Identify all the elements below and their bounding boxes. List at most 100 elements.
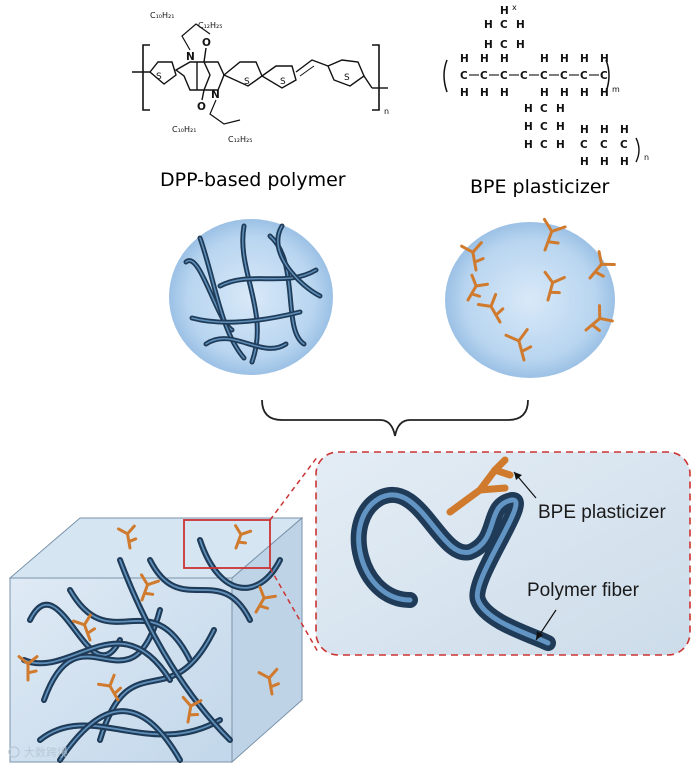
polymer-fiber-highlight (23, 642, 171, 681)
hydrogen-atom: H (480, 53, 489, 65)
polymer-fiber-highlight (69, 589, 191, 661)
plasticizer-stroke (542, 217, 567, 252)
polymer-fiber-highlight (199, 237, 245, 359)
hydrogen-atom: H (600, 156, 609, 168)
bracket-right (605, 59, 610, 93)
hydrogen-atom: H (580, 87, 589, 99)
bracket-left (443, 59, 448, 93)
hydrogen-atom: H (516, 39, 525, 51)
subscript-x: x (512, 3, 517, 12)
callout-fiber-label: Polymer fiber (527, 580, 640, 601)
hydrogen-atom: H (524, 121, 533, 133)
cube-plasticizer-molecules (17, 524, 280, 724)
polymer-fibers (183, 223, 323, 365)
carbon-atom: C (480, 70, 488, 82)
hydrogen-atom: H (460, 87, 469, 99)
plasticizer-stroke (181, 695, 203, 724)
hydrogen-atom: H (500, 5, 509, 17)
polymer-sphere (169, 219, 333, 375)
carbon-atom: C (540, 121, 548, 133)
plasticizer-stroke (254, 585, 277, 614)
subscript-n-right: n (644, 153, 649, 162)
plasticizer-stroke (460, 241, 485, 272)
polymer-fiber-highlight (219, 269, 317, 287)
carbon-atom: C (540, 103, 548, 115)
plasticizer-branch (257, 667, 280, 696)
plasticizer-sphere (445, 217, 616, 378)
plasticizer-branch (543, 270, 566, 302)
polymer-fiber-highlight (59, 710, 181, 761)
carbon-atom: C (460, 70, 468, 82)
plasticizer-stroke (257, 667, 280, 696)
hydrogen-atom: H (540, 87, 549, 99)
hydrogen-atom: H (524, 139, 533, 151)
plasticizer-branch (460, 241, 485, 272)
bpe-plasticizer-title: BPE plasticizer (470, 176, 610, 198)
plasticizer-branch (542, 217, 567, 252)
plasticizer-branch (181, 695, 203, 724)
polymer-fiber-highlight (149, 559, 251, 621)
hydrogen-atom: H (560, 53, 569, 65)
bracket-right-lower (635, 137, 640, 163)
hydrogen-atom: H (500, 87, 509, 99)
hydrogen-atom: H (500, 53, 509, 65)
hydrogen-atom: H (600, 87, 609, 99)
subscript-m: m (612, 85, 620, 94)
zoom-region-box (183, 519, 271, 569)
side-chain-c10-top: C₁₀H₂₁ (150, 11, 174, 20)
polymer-fiber-highlight (191, 311, 301, 324)
nitrogen-top: N (186, 51, 195, 63)
sulfur-label: S (156, 72, 162, 82)
plasticizer-molecule (446, 456, 514, 516)
plasticizer-branch (97, 673, 123, 702)
hydrogen-atom: H (484, 19, 493, 31)
plasticizer-stroke (117, 524, 138, 550)
hydrogen-atom: H (484, 39, 493, 51)
carbon-atom: C (580, 70, 588, 82)
polymer-fiber-highlight (119, 559, 231, 741)
plasticizer-stroke (72, 613, 97, 642)
plasticizer-branch (584, 304, 614, 332)
oxygen-bottom: O (197, 101, 206, 113)
carbon-atom: C (600, 139, 608, 151)
hydrogen-atom: H (556, 103, 565, 115)
plasticizer-branch (254, 585, 277, 614)
polymer-fiber-highlight (39, 719, 221, 741)
carbon-atom: C (620, 139, 628, 151)
side-chain-c12-top: C₁₂H₂₅ (198, 21, 222, 30)
hydrogen-atom: H (620, 124, 629, 136)
plasticizer-branch (588, 250, 616, 280)
plasticizer-branch (504, 328, 533, 362)
hydrogen-atom: H (600, 53, 609, 65)
hydrogen-atom: H (580, 53, 589, 65)
plasticizer-stroke (588, 250, 616, 280)
hydrogen-atom: H (600, 124, 609, 136)
carbon-atom: C (580, 139, 588, 151)
zoom-callout: BPE plasticizer Polymer fiber (315, 451, 691, 656)
plasticizer-stroke (140, 573, 160, 602)
carbon-atom: C (500, 39, 508, 51)
hydrogen-atom: H (516, 19, 525, 31)
plasticizer-stroke (466, 273, 489, 302)
plasticizer-molecules (460, 217, 616, 362)
hydrogen-atom: H (580, 124, 589, 136)
hydrogen-atom: H (540, 53, 549, 65)
carbon-atom: C (560, 70, 568, 82)
sulfur-label: S (244, 77, 250, 87)
carbon-atom: C (540, 70, 548, 82)
plasticizer-branch (140, 573, 160, 602)
plasticizer-branch (17, 655, 39, 682)
plasticizer-branch (72, 613, 97, 642)
plasticizer-stroke (504, 328, 533, 362)
plasticizer-branch (476, 292, 505, 324)
blend-film-cube (8, 516, 304, 764)
polymer-fiber-highlight (43, 609, 161, 701)
hydrogen-atom: H (480, 87, 489, 99)
side-chain-c10-bottom: C₁₀H₂₁ (172, 125, 196, 134)
hydrogen-atom: H (556, 121, 565, 133)
nitrogen-bottom: N (211, 89, 220, 101)
sulfur-label: S (344, 73, 350, 83)
plasticizer-stroke (476, 292, 505, 324)
carbon-atom: C (520, 70, 528, 82)
